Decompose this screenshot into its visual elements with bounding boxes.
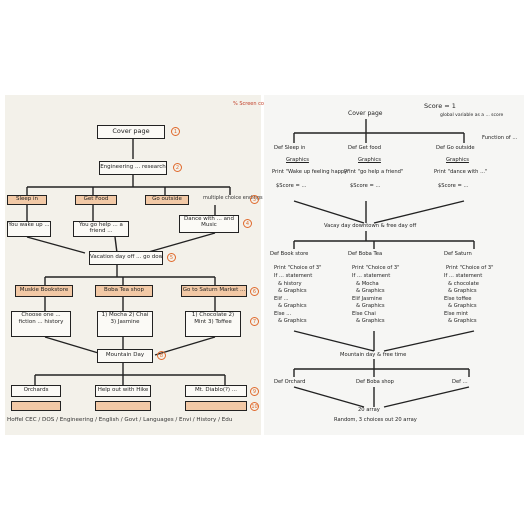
- function-line: & chocolate: [448, 281, 479, 287]
- function-line: Else toffee: [444, 296, 472, 302]
- function-line: & Graphics: [278, 288, 307, 294]
- go-outside-box: Go outside: [145, 195, 189, 205]
- function-line: Print "Choice of 3": [274, 265, 322, 271]
- left-connector-lines: [26, 139, 231, 385]
- step-number-4: 4: [243, 219, 252, 228]
- wake-up-box: You wake up ...: [7, 221, 51, 237]
- function-line: & Mocha: [356, 281, 379, 287]
- step-number-2: 2: [173, 163, 182, 172]
- function-score: $Score = ...: [438, 183, 469, 189]
- muskie-bookstore-box: Muskie Bookstore: [15, 285, 73, 297]
- step-number-10: 10: [250, 402, 259, 411]
- function-line: If ... statement: [352, 273, 391, 279]
- step-number-9: 9: [250, 387, 259, 396]
- function-of-note: Function of ...: [482, 135, 518, 141]
- function-line: & history: [278, 281, 302, 287]
- sleep-in-box: Sleep in: [7, 195, 47, 205]
- function-line: & Graphics: [356, 288, 385, 294]
- function-line: Elif ...: [274, 296, 289, 302]
- step-number-6: 6: [250, 287, 259, 296]
- step-number-5: 5: [167, 253, 176, 262]
- right-connector-lines: [293, 119, 475, 408]
- diablo-choices-box: [185, 401, 247, 411]
- get-food-box: Get Food: [75, 195, 117, 205]
- function-print: Print "Wake up feeling happy": [272, 169, 350, 175]
- function-graphics: Graphics: [286, 157, 309, 163]
- function-score: $Score = ...: [276, 183, 307, 189]
- bottom-function-orchard: Def Orchard: [274, 379, 306, 385]
- left-cover-page-box: Cover page: [97, 125, 165, 139]
- mountain-day-box: Mountain Day: [97, 349, 153, 363]
- right-vacation-node: Vacay day downtown & free day off: [324, 223, 417, 229]
- function-line: Else Chai: [352, 311, 376, 317]
- score-variable: Score = 1: [424, 102, 456, 110]
- function-name: Def Book store: [270, 251, 309, 257]
- vacation-day-box: Vacation day off ... go downtown: [89, 251, 163, 265]
- right-mountain-node: Mountain day & free time: [340, 352, 407, 358]
- function-print: Print "go help a friend": [344, 169, 404, 175]
- function-line: If ... statement: [274, 273, 313, 279]
- function-line: & Graphics: [278, 318, 307, 324]
- function-score: $Score = ...: [350, 183, 381, 189]
- score-note: global variable as a ... score: [440, 113, 504, 118]
- bottom-function-third: Def ...: [452, 379, 468, 385]
- boba-tea-box: Boba Tea shop: [95, 285, 153, 297]
- orchards-box: Orchards: [11, 385, 61, 397]
- right-flowchart-sheet: Score = 1 global variable as a ... score…: [264, 95, 524, 435]
- left-flowchart-sheet: % Screen counts Cover page 1 Engineering…: [5, 95, 275, 435]
- saturn-market-box: Go to Saturn Market ...: [181, 285, 247, 297]
- orchard-choices-box: [11, 401, 61, 411]
- hike-choices-box: [95, 401, 151, 411]
- function-line: & Graphics: [356, 318, 385, 324]
- function-name: Def Get food: [348, 145, 382, 151]
- help-hike-box: Help out with Hike: [95, 385, 151, 397]
- candy-options-box: 1) Chocolate 2) Mint 3) Toffee: [185, 311, 241, 337]
- choose-book-box: Choose one ... fiction ... history: [11, 311, 71, 337]
- ending-array-note: Random, 3 choices out 20 array: [334, 417, 417, 423]
- function-graphics: Graphics: [446, 157, 469, 163]
- function-line: Else ...: [274, 311, 292, 317]
- function-line: Print "Choice of 3": [352, 265, 400, 271]
- function-graphics: Graphics: [358, 157, 381, 163]
- function-name: Def Saturn: [444, 251, 472, 257]
- step-number-8: 8: [157, 351, 166, 360]
- function-line: If ... statement: [444, 273, 483, 279]
- ending-array-title: 20 array: [358, 407, 380, 413]
- step-number-3: 3: [250, 195, 259, 204]
- function-line: Print "Choice of 3": [446, 265, 494, 271]
- dance-music-box: Dance with ... and Music: [179, 215, 239, 233]
- screen-count-note: % Screen counts: [233, 101, 275, 107]
- step-number-7: 7: [250, 317, 259, 326]
- function-name: Def Boba Tea: [348, 251, 383, 257]
- mt-diablo-box: Mt. Diablo(?) ...: [185, 385, 247, 397]
- drink-options-box: 1) Mocha 2) Chai 3) Jasmine: [97, 311, 153, 337]
- multiple-choice-note: multiple choice endings: [203, 195, 263, 201]
- function-print: Print "dance with ...": [434, 169, 488, 175]
- function-line: Elif Jasmine: [352, 296, 383, 302]
- step-number-1: 1: [171, 127, 180, 136]
- function-line: & Graphics: [448, 288, 477, 294]
- function-line: & Graphics: [448, 303, 477, 309]
- left-footer-categories: Hoffel CEC / DOS / Engineering / English…: [7, 417, 233, 423]
- function-name: Def Sleep in: [274, 145, 306, 151]
- function-line: & Graphics: [356, 303, 385, 309]
- bottom-function-boba: Def Boba shop: [356, 379, 394, 385]
- help-friend-box: You go help ... a friend ...: [73, 221, 129, 237]
- function-line: & Graphics: [448, 318, 477, 324]
- function-line: & Graphics: [278, 303, 307, 309]
- right-cover-page: Cover page: [348, 110, 383, 117]
- function-line: Else mint: [444, 311, 469, 317]
- engineering-research-box: Engineering ... research: [99, 161, 167, 175]
- function-name: Def Go outside: [436, 145, 475, 151]
